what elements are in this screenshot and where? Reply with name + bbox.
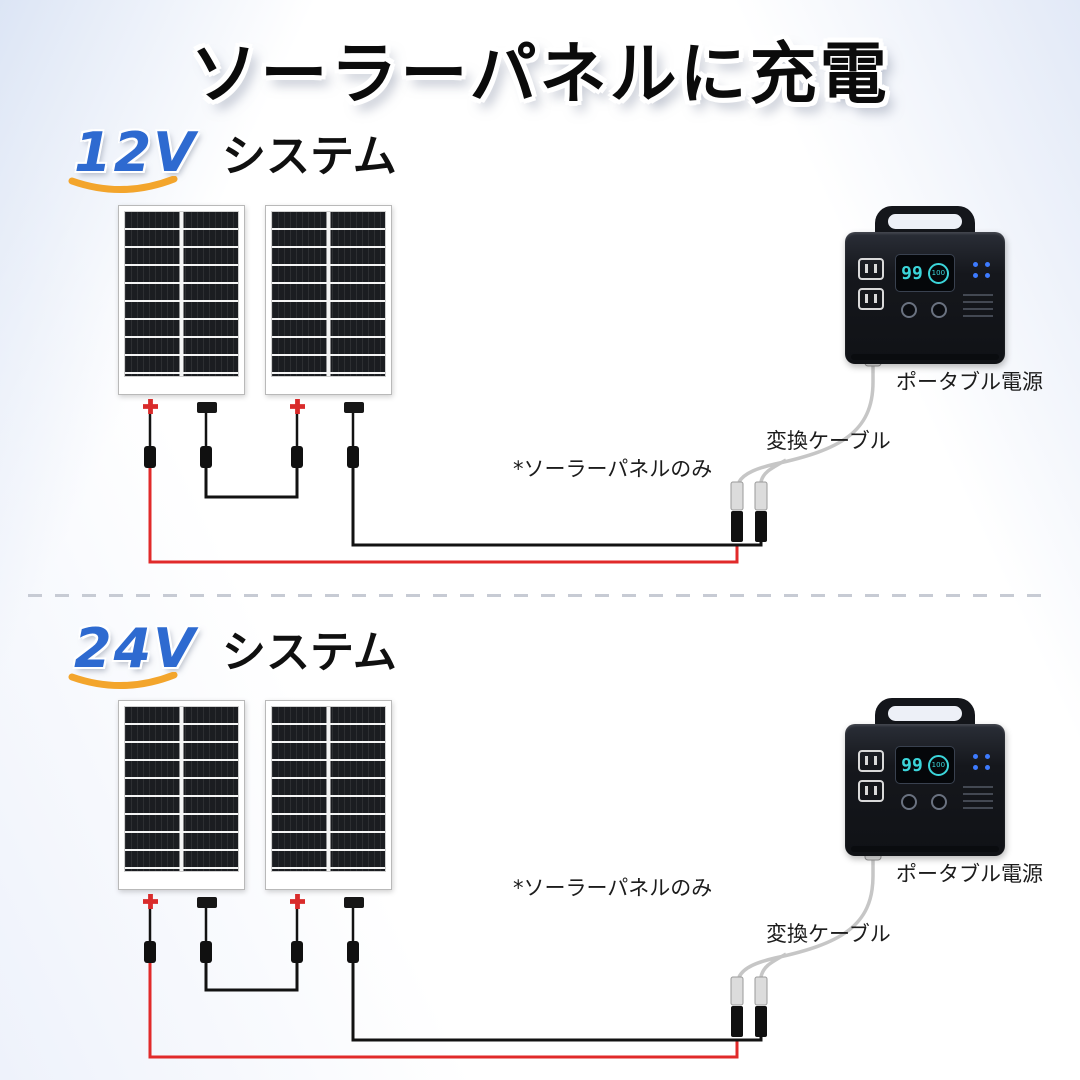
mode-button xyxy=(931,302,947,318)
jumper-wire xyxy=(204,963,299,992)
voltage-text: 12V xyxy=(74,121,197,184)
power-button xyxy=(901,794,917,810)
mode-button xyxy=(931,794,947,810)
panel-lead-wires xyxy=(148,907,355,943)
cable-label: 変換ケーブル xyxy=(766,922,891,946)
panel-lead-wires xyxy=(148,412,355,448)
ac-outlet-icon xyxy=(858,750,884,772)
note-label: *ソーラーパネルのみ xyxy=(513,457,713,481)
ac-outlet-icon xyxy=(858,780,884,802)
solar-cells xyxy=(124,211,239,377)
minus-terminal-icon xyxy=(344,897,364,908)
solar-panel xyxy=(118,205,245,414)
adapter-cable xyxy=(737,860,875,978)
system-label: システム xyxy=(222,627,397,678)
station-label: ポータブル電源 xyxy=(896,370,1043,394)
black-wire xyxy=(351,963,763,1042)
battery-display: 99 100 xyxy=(895,746,955,784)
jumper-wire xyxy=(204,468,299,499)
battery-display: 99 100 xyxy=(895,254,955,292)
handle-hole xyxy=(888,214,962,229)
power-button xyxy=(901,302,917,318)
cable-label: 変換ケーブル xyxy=(766,429,891,453)
mc4-connectors xyxy=(144,446,359,468)
handle-hole xyxy=(888,706,962,721)
splitter-connectors xyxy=(730,976,768,1037)
note-label: *ソーラーパネルのみ xyxy=(513,876,713,900)
solar-panel xyxy=(265,205,392,414)
station-base xyxy=(851,846,999,852)
output-value: 100 xyxy=(931,761,946,769)
red-wire xyxy=(148,963,739,1059)
solar-panel xyxy=(265,700,392,909)
splitter-connectors xyxy=(730,481,768,542)
voltage-text: 24V xyxy=(74,617,197,680)
output-gauge: 100 xyxy=(927,262,949,284)
system-label: システム xyxy=(222,131,397,182)
voltage-label-24v: 24V xyxy=(68,617,197,690)
solar-cells xyxy=(271,706,386,872)
output-gauge: 100 xyxy=(927,754,949,776)
spec-text xyxy=(963,786,993,810)
underline-swoosh-icon xyxy=(68,176,178,194)
black-wire xyxy=(351,468,763,547)
mc4-connectors xyxy=(144,941,359,963)
station-label: ポータブル電源 xyxy=(896,862,1043,886)
indicator-leds xyxy=(973,262,991,278)
page-title: ソーラーパネルに充電 xyxy=(190,35,890,113)
underline-swoosh-icon xyxy=(68,672,178,690)
station-base xyxy=(851,354,999,360)
minus-terminal-icon xyxy=(344,402,364,413)
minus-terminal-icon xyxy=(197,402,217,413)
battery-percent: 99 xyxy=(901,262,923,284)
power-station-body: 99 100 xyxy=(845,232,1005,364)
power-station-body: 99 100 xyxy=(845,724,1005,856)
solar-cells xyxy=(271,211,386,377)
battery-percent: 99 xyxy=(901,754,923,776)
voltage-label-12v: 12V xyxy=(68,121,197,194)
spec-text xyxy=(963,294,993,318)
section-divider xyxy=(28,594,1052,597)
indicator-leds xyxy=(973,754,991,770)
solar-panel xyxy=(118,700,245,909)
minus-terminal-icon xyxy=(197,897,217,908)
portable-power-station: 99 100 xyxy=(845,206,1005,364)
output-value: 100 xyxy=(931,269,946,277)
adapter-cable xyxy=(737,366,875,483)
ac-outlet-icon xyxy=(858,288,884,310)
ac-outlet-icon xyxy=(858,258,884,280)
red-wire xyxy=(148,468,739,564)
portable-power-station: 99 100 xyxy=(845,698,1005,856)
solar-cells xyxy=(124,706,239,872)
